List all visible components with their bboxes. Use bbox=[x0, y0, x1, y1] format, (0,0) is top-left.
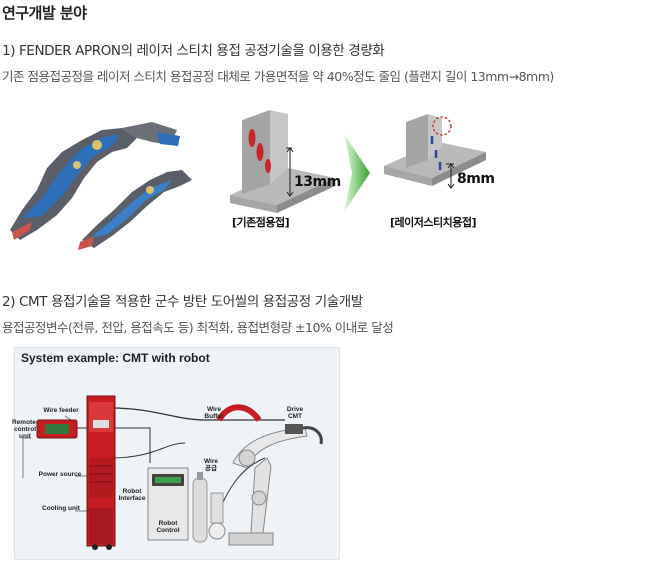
label-wire-supply: Wire 공급 bbox=[203, 458, 219, 472]
fender-apron-part-2 bbox=[78, 170, 192, 250]
fender-apron-parts-image bbox=[10, 122, 192, 250]
spot-weld-mark bbox=[248, 129, 256, 147]
flange-bottom-plate bbox=[230, 168, 335, 205]
laser-stitch-weld-diagram bbox=[384, 114, 486, 189]
label-wire-buffer: Wire Buffer bbox=[204, 406, 224, 420]
system-example-title: System example: CMT with robot bbox=[21, 351, 210, 365]
robot-base bbox=[228, 532, 274, 546]
label-remote-control-unit: Remote- control unit bbox=[11, 419, 38, 440]
green-arrow-icon bbox=[344, 134, 370, 212]
label-wire-feeder: Wire feeder bbox=[43, 407, 79, 414]
spot-weld-mark bbox=[265, 159, 271, 173]
wire-buffer bbox=[216, 404, 262, 422]
item1-description: 기존 점용접공정을 레이저 스티치 용접공정 대체로 가용면적을 약 40%정도… bbox=[2, 69, 554, 84]
label-after: [레이저스티치용접] bbox=[390, 216, 477, 229]
section-title: 연구개발 분야 bbox=[2, 4, 87, 22]
label-before: [기존점용접] bbox=[232, 216, 290, 229]
cmt-robot-system-diagram bbox=[22, 395, 323, 550]
label-cooling-unit: Cooling unit bbox=[42, 505, 80, 512]
dimension-before: 13mm bbox=[294, 174, 341, 190]
label-power-source: Power source bbox=[38, 471, 82, 478]
label-drive-cmt: Drive CMT bbox=[286, 406, 304, 420]
flange-vertical-plate bbox=[242, 110, 270, 194]
item2-heading: 2) CMT 용접기술을 적용한 군수 방탄 도어씰의 용접공정 기술개발 bbox=[2, 294, 363, 310]
spot-weld-diagram bbox=[230, 110, 335, 213]
spot-weld-mark bbox=[256, 143, 264, 161]
dimension-after: 8mm bbox=[457, 171, 495, 187]
fender-apron-part-1 bbox=[10, 122, 180, 240]
gas-cylinder bbox=[192, 477, 208, 543]
system-example-panel: System example: CMT with robot bbox=[12, 347, 340, 560]
item1-heading: 1) FENDER APRON의 레이저 스티치 용접 공정기술을 이용한 경량… bbox=[2, 43, 385, 59]
drive-cmt bbox=[285, 424, 303, 434]
item2-description: 용접공정변수(전류, 전압, 용접속도 등) 최적화, 용접변형량 ±10% 이… bbox=[2, 320, 394, 335]
highlight-circle bbox=[432, 116, 452, 136]
label-robot-interface: Robot Interface bbox=[118, 488, 146, 502]
label-robot-control: Robot Control bbox=[156, 520, 180, 534]
